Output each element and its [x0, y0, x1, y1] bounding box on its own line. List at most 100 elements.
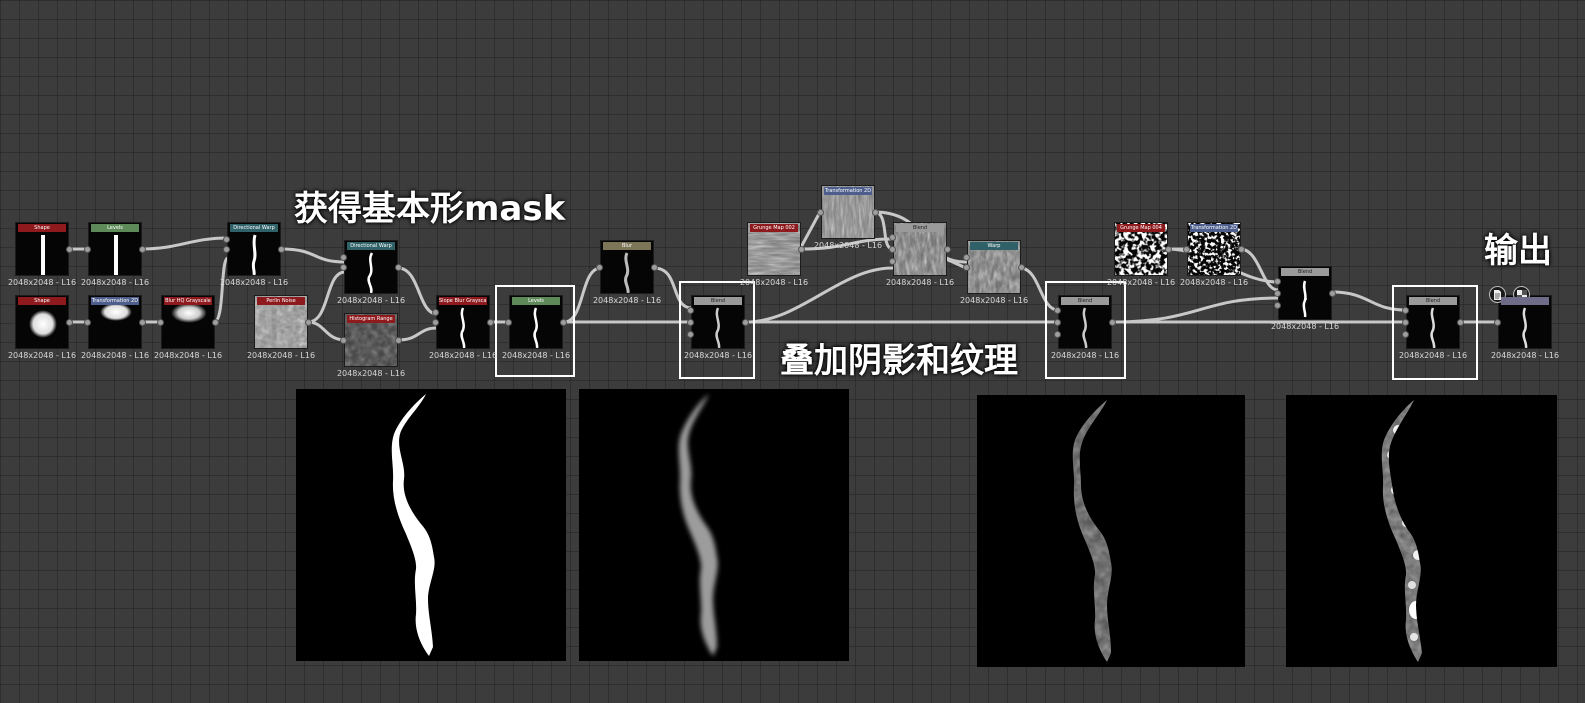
input-port[interactable]: [1274, 290, 1281, 297]
node-blend-4[interactable]: Blend 2048x2048 - L16: [1271, 266, 1339, 338]
input-port[interactable]: [505, 319, 512, 326]
input-port[interactable]: [817, 209, 824, 216]
input-port[interactable]: [687, 331, 694, 338]
node-shape-2[interactable]: Shape 2048x2048 - L16: [8, 295, 76, 367]
node-grunge-map-004[interactable]: Grunge Map 004 2048x2048 - L16: [1107, 222, 1175, 294]
node-shape-1[interactable]: Shape 2048x2048 - L16: [8, 222, 76, 294]
highlight-blend-5: [1392, 285, 1478, 380]
input-port[interactable]: [963, 264, 970, 271]
output-port[interactable]: [66, 319, 73, 326]
input-port[interactable]: [1054, 319, 1061, 326]
input-port[interactable]: [223, 236, 230, 243]
input-port[interactable]: [687, 319, 694, 326]
output-port[interactable]: [395, 337, 402, 344]
node-transformation-2d-1[interactable]: Transformation 2D 2048x2048 - L16: [81, 295, 149, 367]
node-header: Levels: [91, 224, 139, 232]
node-levels-2[interactable]: Levels 2048x2048 - L16: [502, 295, 570, 367]
node-resolution: 2048x2048 - L16: [885, 278, 955, 287]
node-output[interactable]: 2048x2048 - L16: [1491, 295, 1559, 367]
input-port[interactable]: [1494, 319, 1501, 326]
output-port[interactable]: [395, 264, 402, 271]
output-port[interactable]: [487, 319, 494, 326]
input-port[interactable]: [1402, 331, 1409, 338]
node-blend-2[interactable]: Blend 2048x2048 - L16: [886, 222, 954, 294]
output-port[interactable]: [212, 319, 219, 326]
output-port[interactable]: [1329, 290, 1336, 297]
input-port[interactable]: [432, 319, 439, 326]
input-port[interactable]: [1402, 319, 1409, 326]
output-port[interactable]: [944, 246, 951, 253]
input-port[interactable]: [157, 319, 164, 326]
node-blur[interactable]: Blur 2048x2048 - L16: [593, 240, 661, 312]
node-thumbnail: Blend: [1058, 295, 1112, 349]
input-port[interactable]: [889, 234, 896, 241]
node-slope-blur-grayscale[interactable]: Slope Blur Grayscale 2048x2048 - L16: [429, 295, 497, 367]
output-port[interactable]: [560, 319, 567, 326]
input-port[interactable]: [687, 307, 694, 314]
input-port[interactable]: [223, 246, 230, 253]
node-perlin-noise[interactable]: Perlin Noise 2048x2048 - L16: [247, 295, 315, 367]
output-port[interactable]: [742, 319, 749, 326]
node-resolution: 2048x2048 - L16: [80, 351, 150, 360]
node-header: Transformation 2D: [91, 297, 139, 305]
node-resolution: 2048x2048 - L16: [1270, 322, 1340, 331]
input-port[interactable]: [340, 264, 347, 271]
output-port[interactable]: [798, 246, 805, 253]
output-port[interactable]: [139, 319, 146, 326]
input-port[interactable]: [1402, 307, 1409, 314]
annotation-output: 输出: [1484, 231, 1552, 271]
input-port[interactable]: [340, 254, 347, 261]
node-directional-warp-1[interactable]: Directional Warp 2048x2048 - L16: [220, 222, 288, 294]
node-grunge-map-002[interactable]: Grunge Map 002 2048x2048 - L16: [740, 222, 808, 294]
input-port[interactable]: [1054, 331, 1061, 338]
node-directional-warp-2[interactable]: Directional Warp 2048x2048 - L16: [337, 240, 405, 312]
output-port[interactable]: [1165, 246, 1172, 253]
node-blend-3[interactable]: Blend 2048x2048 - L16: [1051, 295, 1119, 367]
wire: [396, 266, 439, 316]
input-port[interactable]: [340, 337, 347, 344]
input-port[interactable]: [432, 309, 439, 316]
input-port[interactable]: [963, 254, 970, 261]
node-thumbnail: Directional Warp: [344, 240, 398, 294]
input-port[interactable]: [1183, 246, 1190, 253]
node-levels-1[interactable]: Levels 2048x2048 - L16: [81, 222, 149, 294]
output-port[interactable]: [651, 264, 658, 271]
input-port[interactable]: [1054, 307, 1061, 314]
output-port[interactable]: [66, 246, 73, 253]
node-header: Blend: [1061, 297, 1109, 305]
node-header: Directional Warp: [230, 224, 278, 232]
input-port[interactable]: [596, 264, 603, 271]
node-thumbnail: Shape: [15, 222, 69, 276]
node-thumbnail: Blend: [1278, 266, 1332, 320]
node-resolution: 2048x2048 - L16: [739, 278, 809, 287]
thumbnail-image: [29, 310, 57, 338]
thumbnail-image: [460, 307, 466, 348]
node-header: Blend: [896, 224, 944, 232]
input-port[interactable]: [889, 258, 896, 265]
input-port[interactable]: [1274, 278, 1281, 285]
node-resolution: 2048x2048 - L16: [7, 278, 77, 287]
node-blur-hq-grayscale[interactable]: Blur HQ Grayscale 2048x2048 - L16: [154, 295, 222, 367]
node-transformation-2d-2[interactable]: Transformation 2D 2048x2048 - L16: [814, 185, 882, 257]
node-warp[interactable]: Warp 2048x2048 - L16: [960, 240, 1028, 312]
output-port[interactable]: [139, 246, 146, 253]
input-port[interactable]: [1274, 302, 1281, 309]
output-port[interactable]: [1457, 319, 1464, 326]
output-port[interactable]: [305, 319, 312, 326]
input-port[interactable]: [84, 319, 91, 326]
node-thumbnail: Levels: [88, 222, 142, 276]
node-transformation-2d-3[interactable]: Transformation 2D 2048x2048 - L16: [1180, 222, 1248, 294]
output-port[interactable]: [1018, 264, 1025, 271]
input-port[interactable]: [84, 246, 91, 253]
output-port[interactable]: [1109, 319, 1116, 326]
output-port[interactable]: [1238, 246, 1245, 253]
node-histogram-range[interactable]: Histogram Range 2048x2048 - L16: [337, 313, 405, 385]
node-blend-1[interactable]: Blend 2048x2048 - L16: [684, 295, 752, 367]
node-thumbnail: Directional Warp: [227, 222, 281, 276]
preview-mask: [296, 389, 566, 661]
thumbnail-image: [100, 303, 132, 321]
node-blend-5[interactable]: Blend 2048x2048 - L16: [1399, 295, 1467, 367]
output-port[interactable]: [278, 246, 285, 253]
input-port[interactable]: [889, 246, 896, 253]
output-port[interactable]: [872, 209, 879, 216]
